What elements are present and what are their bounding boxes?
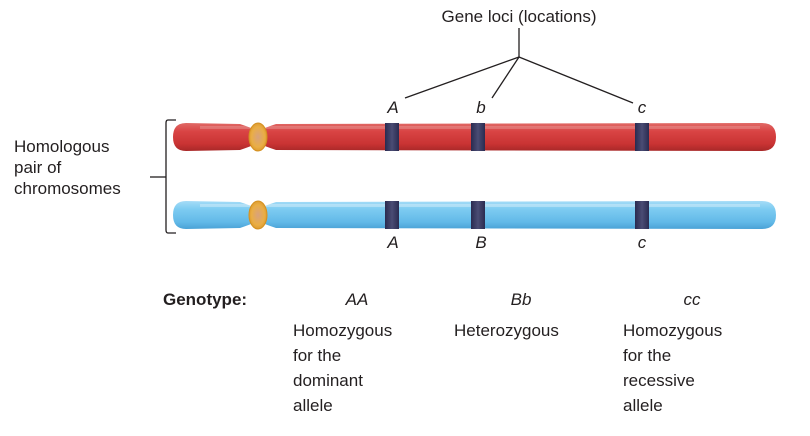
- centromere: [248, 122, 268, 152]
- desc-aa-line-3: dominant: [293, 371, 363, 390]
- genotype-cc: cc: [683, 290, 701, 309]
- homologous-bracket: [150, 119, 176, 234]
- pair-label-line-1: Homologous: [14, 137, 110, 156]
- genotype-bb: Bb: [510, 290, 532, 309]
- chromosome-blue: [173, 200, 776, 230]
- desc-cc-line-3: recessive: [623, 371, 695, 390]
- pair-label-line-2: pair of: [14, 158, 62, 177]
- chromosome-red: [173, 122, 776, 152]
- pair-label-line-3: chromosomes: [14, 179, 121, 198]
- gene-band-c: [635, 201, 649, 229]
- locus-label-red-c: c: [637, 98, 647, 117]
- pointer-line-c: [518, 56, 634, 104]
- desc-aa-line-1: Homozygous: [293, 321, 393, 340]
- locus-label-red-b: b: [476, 98, 486, 117]
- gene-band-c: [635, 123, 649, 151]
- locus-label-blue-c: c: [637, 233, 647, 252]
- gene-band-b: [471, 201, 485, 229]
- desc-cc-line-4: allele: [623, 396, 663, 415]
- gene-loci-title: Gene loci (locations): [441, 7, 597, 26]
- desc-bb-line-1: Heterozygous: [454, 321, 559, 340]
- locus-label-red-a: A: [387, 98, 399, 117]
- centromere: [248, 200, 268, 230]
- loci-pointer-lines: [404, 28, 634, 104]
- locus-label-blue-a: A: [387, 233, 399, 252]
- desc-cc-line-1: Homozygous: [623, 321, 723, 340]
- gene-band-a: [385, 201, 399, 229]
- genotype-label: Genotype:: [163, 290, 248, 309]
- desc-cc-line-2: for the: [623, 346, 672, 365]
- locus-label-blue-b: B: [475, 233, 487, 252]
- genotype-aa: AA: [345, 290, 369, 309]
- desc-aa-line-2: for the: [293, 346, 342, 365]
- gene-band-a: [385, 123, 399, 151]
- pointer-line-a: [404, 56, 520, 99]
- gene-band-b: [471, 123, 485, 151]
- pointer-line-b: [491, 56, 520, 99]
- desc-aa-line-4: allele: [293, 396, 333, 415]
